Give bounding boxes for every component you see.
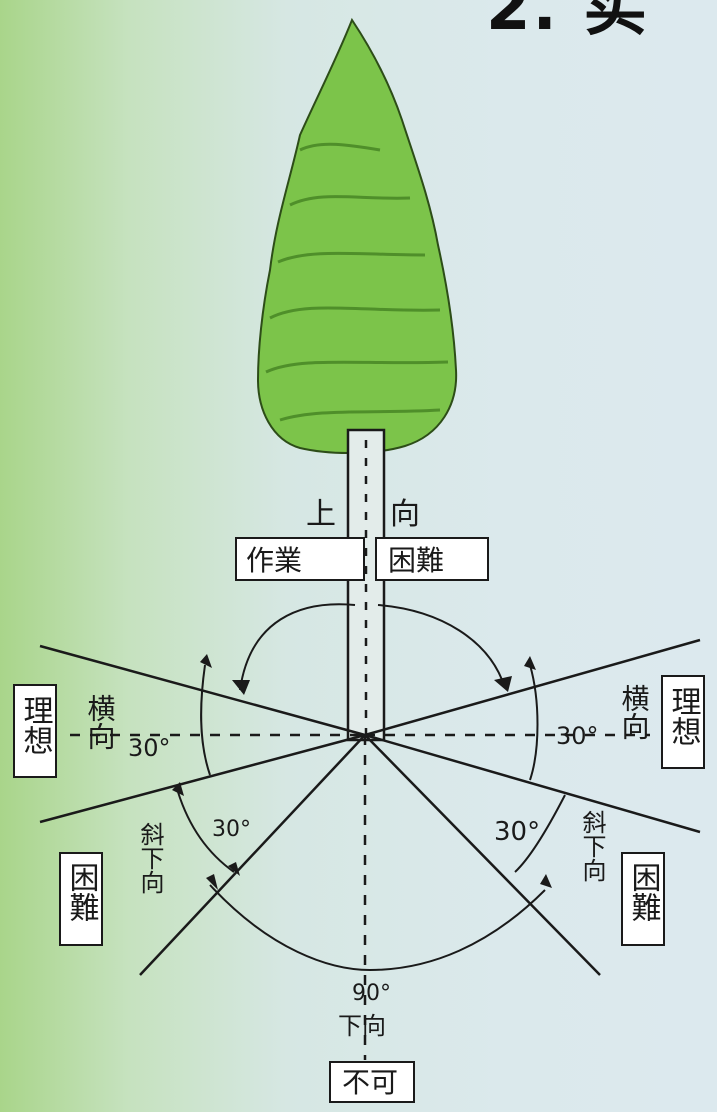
up-box-left-text: 作業 [246,544,302,577]
label-boxes [13,537,705,1103]
horizontal-right-text: 横向 [618,684,651,740]
down-direction-text: 下向 [338,1012,386,1040]
diagonal-left-text: 斜下向 [136,822,164,894]
up-label-char-2: 向 [390,497,420,532]
difficult-left-text: 困難 [64,862,99,922]
tree-trunk [346,428,386,742]
tree-foliage [256,17,458,455]
angle-right-horizontal: 30° [556,722,599,750]
diagonal-right-text: 斜下向 [578,810,606,882]
angle-arcs [177,603,566,972]
title-fragment: 2. 实 [486,0,650,45]
ideal-right-text: 理想 [666,686,702,746]
angle-left-diagonal: 30° [212,817,251,842]
angle-right-diagonal: 30° [494,817,540,847]
up-label-char-1: 上 [306,497,336,532]
horizontal-left-text: 横向 [84,694,117,750]
arc-arrowheads [172,654,552,890]
impossible-text: 不可 [342,1066,398,1099]
angle-left-horizontal: 30° [128,734,171,762]
difficult-right-text: 困難 [626,862,661,922]
up-box-right-text: 困難 [388,544,444,577]
angle-bottom: 90° [352,981,391,1006]
ideal-left-text: 理想 [18,695,54,755]
direction-lines [39,638,701,1060]
